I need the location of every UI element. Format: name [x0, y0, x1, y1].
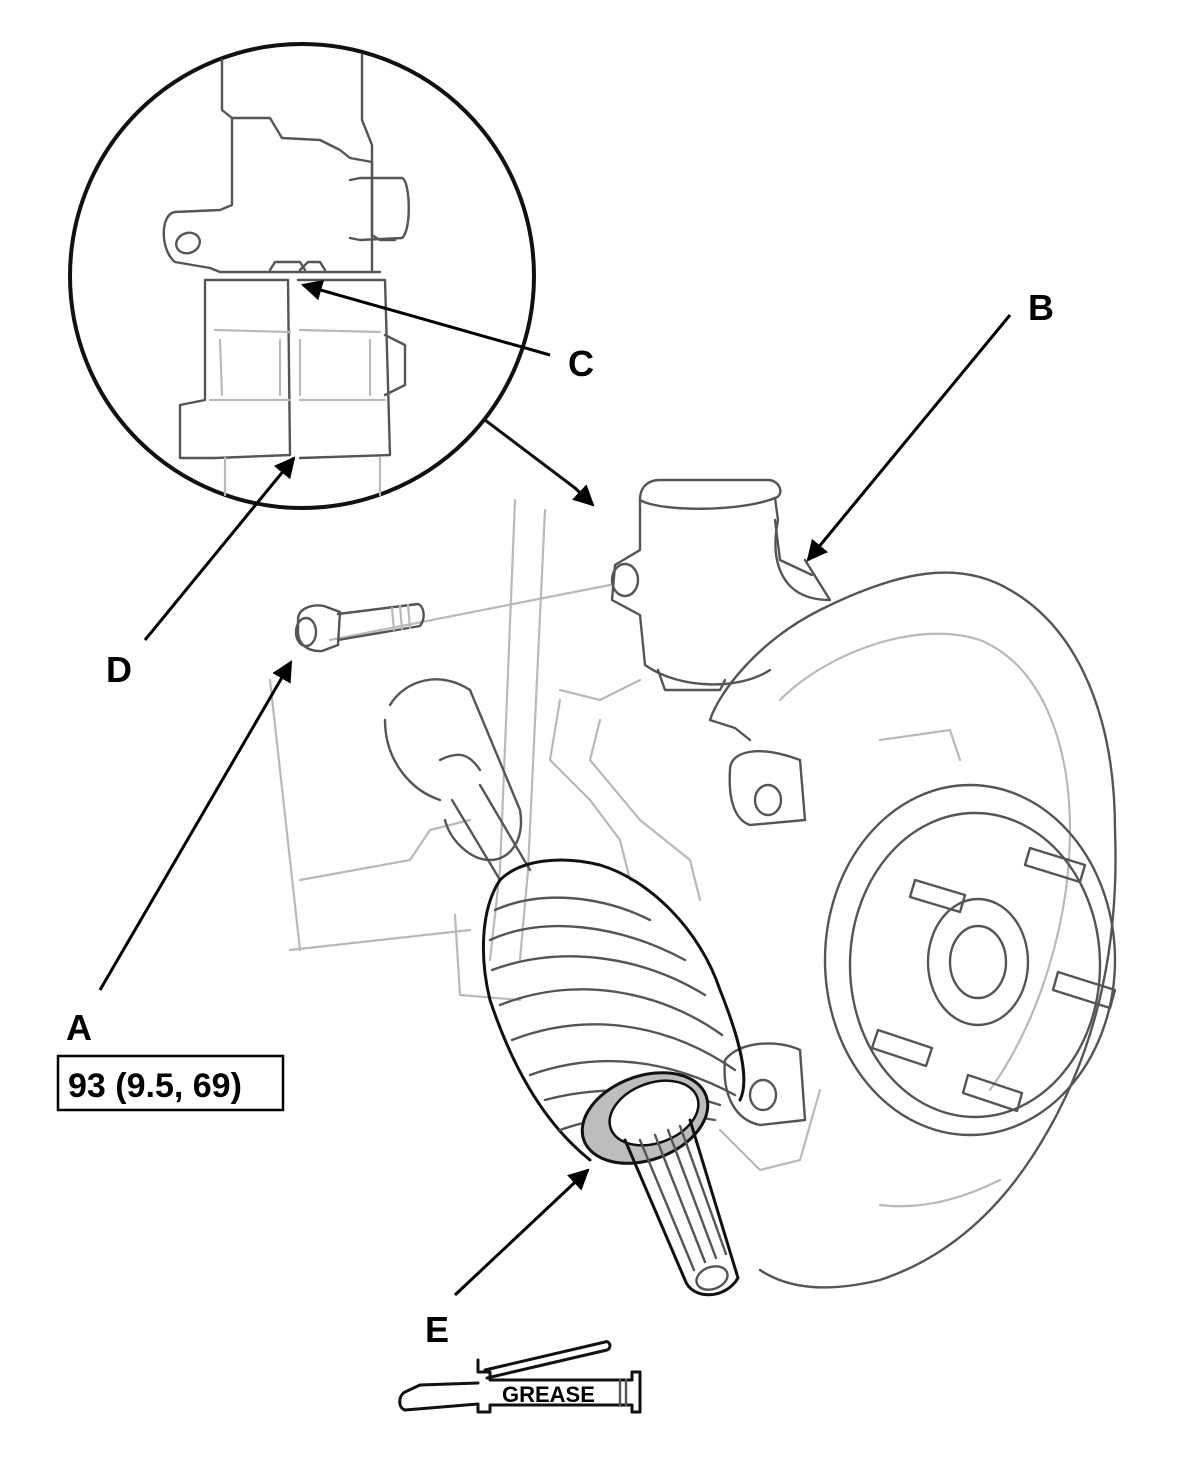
brake-disc-shield [708, 571, 1117, 1289]
drive-shaft [383, 678, 532, 882]
callout-b: B [1028, 287, 1054, 328]
wheel-stud [961, 1073, 1024, 1113]
wheel-stud [1023, 846, 1087, 884]
leader-line-c [300, 280, 551, 357]
torque-spec-box: 93 (9.5, 69) [56, 1054, 285, 1112]
grease-label: GREASE [502, 1382, 595, 1407]
callout-d: D [106, 649, 132, 690]
callout-c: C [568, 343, 594, 384]
wheel-hub [823, 783, 1117, 1137]
callout-e: E [425, 1309, 449, 1350]
grease-gun-icon: GREASE [398, 1340, 642, 1414]
background-suspension-outline [268, 498, 822, 1172]
leader-line-e [453, 1168, 590, 1297]
outboard-joint-spline [580, 1071, 740, 1297]
inset-knuckle-slit [178, 278, 407, 497]
leader-line-b [806, 314, 1012, 562]
leader-lines [98, 280, 1012, 1297]
inset-strut-bracket [162, 53, 410, 274]
callout-a: A [66, 1007, 92, 1048]
wheel-stud [908, 878, 967, 914]
wheel-stud [1051, 970, 1117, 1010]
leader-line-d [143, 456, 296, 641]
flange-bolt [294, 602, 425, 653]
cv-joint-boot [481, 858, 746, 1162]
detail-inset [68, 42, 595, 510]
torque-spec-text: 93 (9.5, 69) [68, 1067, 242, 1105]
wheel-stud [870, 1028, 934, 1068]
leader-line-a [98, 660, 293, 991]
steering-knuckle [610, 478, 832, 1127]
